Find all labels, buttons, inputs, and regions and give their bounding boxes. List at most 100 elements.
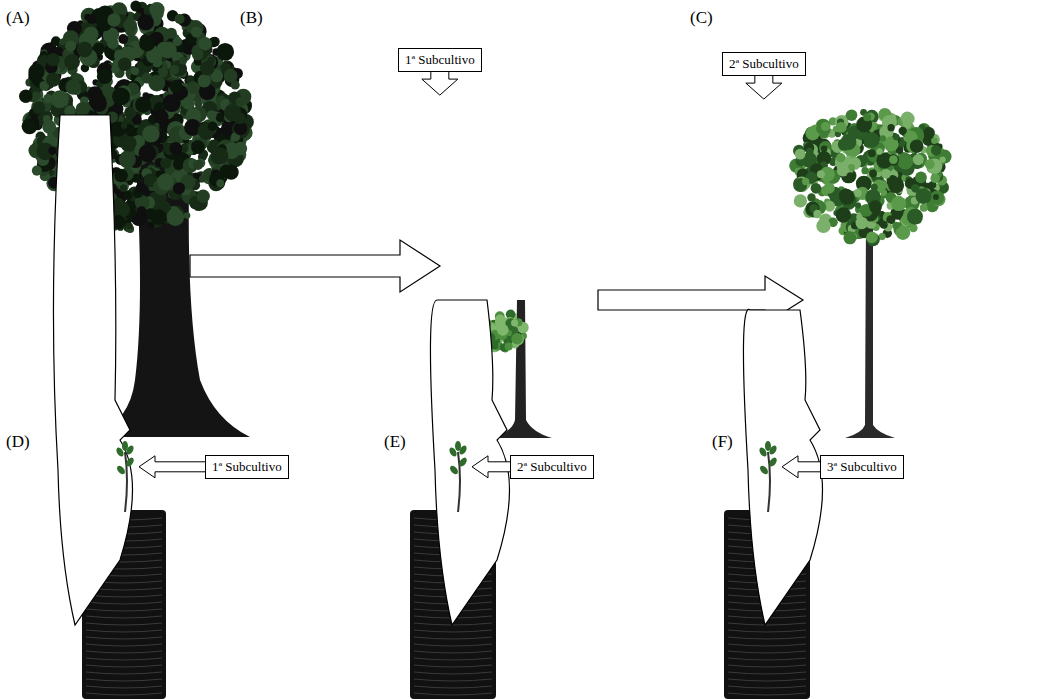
pot-texture-line	[414, 679, 492, 681]
foliage	[121, 123, 127, 129]
foliage	[97, 68, 113, 84]
foliage	[911, 184, 920, 193]
foliage	[123, 136, 136, 149]
pot-texture-line	[728, 644, 806, 646]
seedling-leaf	[122, 441, 128, 451]
foliage	[795, 149, 806, 160]
foliage	[91, 96, 107, 112]
foliage	[824, 183, 835, 194]
pot-texture-line	[414, 665, 492, 667]
foliage	[839, 189, 855, 205]
foliage	[142, 92, 149, 99]
pot-texture-line	[86, 630, 162, 632]
foliage	[65, 79, 80, 94]
foliage	[880, 221, 888, 229]
foliage	[135, 97, 151, 113]
foliage	[157, 173, 174, 190]
pot-texture-line	[728, 693, 806, 695]
foliage	[847, 172, 854, 179]
foliage	[920, 204, 928, 212]
foliage	[930, 173, 940, 183]
foliage	[22, 118, 38, 134]
pot-texture-line	[728, 658, 806, 660]
pot-texture-line	[728, 630, 806, 632]
foliage	[169, 65, 179, 75]
foliage	[123, 191, 132, 200]
foliage	[136, 183, 145, 192]
foliage	[32, 101, 45, 114]
foliage	[925, 159, 935, 169]
pot-texture-line	[414, 693, 492, 695]
callout-box: 2ª Subcultivo	[510, 455, 594, 479]
foliage	[816, 219, 830, 233]
panel-letter: (B)	[240, 8, 263, 28]
foliage	[200, 61, 215, 76]
pot-texture-line	[414, 672, 492, 674]
foliage	[120, 184, 127, 191]
foliage	[879, 181, 888, 190]
callout-text: 2ª Subcultivo	[729, 56, 799, 71]
seedling-stem	[458, 452, 460, 512]
foliage	[211, 147, 228, 164]
panel-letter: (A)	[6, 8, 30, 28]
foliage	[891, 196, 906, 211]
pot-texture-line	[86, 602, 162, 604]
graft-shape	[743, 309, 822, 625]
foliage	[892, 222, 900, 230]
foliage	[836, 122, 847, 133]
pot-texture-line	[86, 679, 162, 681]
foliage	[511, 319, 518, 326]
foliage	[118, 58, 131, 71]
pot-texture-line	[414, 630, 492, 632]
foliage	[794, 194, 807, 207]
pot-texture-line	[414, 637, 492, 639]
callout-pointer	[472, 456, 511, 478]
pot-texture-line	[86, 623, 162, 625]
callout-text: 1ª Subcultivo	[212, 459, 282, 474]
pot-texture-line	[414, 651, 492, 653]
panel-letter: (F)	[712, 432, 733, 452]
tree-trunk	[95, 150, 250, 437]
foliage	[156, 33, 162, 39]
foliage	[151, 209, 167, 225]
foliage	[156, 42, 171, 57]
foliage	[142, 125, 159, 142]
foliage	[869, 200, 882, 213]
foliage	[167, 208, 185, 226]
pot-texture-line	[728, 686, 806, 688]
foliage	[107, 13, 121, 27]
callout-text: 3ª Subcultivo	[827, 459, 897, 474]
foliage	[836, 207, 852, 223]
foliage	[32, 91, 41, 100]
foliage	[887, 124, 894, 131]
foliage	[887, 154, 899, 166]
seedling-leaf	[758, 464, 769, 476]
foliage	[854, 189, 862, 197]
seedling	[758, 441, 778, 512]
pot-texture-line	[86, 637, 162, 639]
foliage	[819, 151, 827, 159]
foliage	[802, 178, 809, 185]
foliage	[889, 155, 898, 164]
foliage	[836, 153, 845, 162]
foliage	[131, 67, 139, 75]
callout-box: 1ª Subcultivo	[398, 48, 482, 72]
block-arrow	[190, 240, 440, 292]
callout-box: 2ª Subcultivo	[722, 52, 806, 76]
foliage	[208, 121, 218, 131]
foliage	[148, 75, 165, 92]
foliage	[166, 28, 177, 39]
foliage	[879, 135, 886, 142]
foliage	[899, 127, 907, 135]
callout-box: 1ª Subcultivo	[205, 455, 289, 479]
foliage	[199, 176, 206, 183]
seedling-leaf	[458, 456, 469, 468]
foliage	[234, 112, 246, 124]
foliage	[813, 210, 821, 218]
seedling-leaf	[765, 441, 771, 451]
foliage	[897, 228, 906, 237]
foliage	[48, 146, 56, 154]
foliage	[191, 26, 202, 37]
foliage	[77, 42, 93, 58]
seedling	[115, 441, 135, 512]
